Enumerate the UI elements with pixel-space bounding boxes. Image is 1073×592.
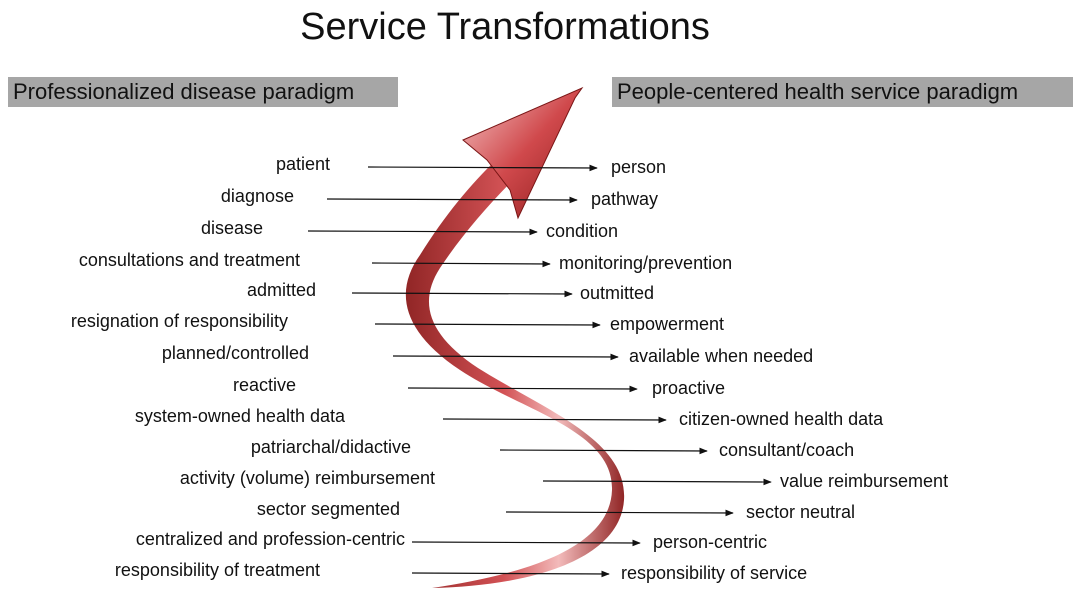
transformation-arrow xyxy=(442,416,667,424)
from-label: patient xyxy=(275,154,330,174)
transformation-arrows xyxy=(307,164,772,578)
from-label: activity (volume) reimbursement xyxy=(179,468,435,488)
to-label: value reimbursement xyxy=(780,471,949,491)
to-label: proactive xyxy=(652,378,726,398)
to-label: outmitted xyxy=(580,283,655,303)
transformation-arrow xyxy=(411,539,641,547)
to-label: consultant/coach xyxy=(719,440,855,460)
from-label: system-owned health data xyxy=(134,406,345,426)
curved-arrow-head xyxy=(462,86,584,220)
header-left-paradigm: Professionalized disease paradigm xyxy=(8,77,398,107)
from-label: resignation of responsibility xyxy=(70,311,288,331)
transformation-arrow xyxy=(367,164,598,172)
to-label: sector neutral xyxy=(746,502,856,522)
header-right-paradigm: People-centered health service paradigm xyxy=(612,77,1073,107)
from-label: consultations and treatment xyxy=(78,250,300,270)
from-label: diagnose xyxy=(220,186,294,206)
curved-arrow-graphic xyxy=(405,86,625,588)
from-label: reactive xyxy=(232,375,296,395)
transformation-arrow xyxy=(307,228,538,236)
to-label: citizen-owned health data xyxy=(679,409,884,429)
from-label: responsibility of treatment xyxy=(114,560,320,580)
transformation-arrow xyxy=(407,385,638,393)
to-label: empowerment xyxy=(610,314,725,334)
transformation-arrow xyxy=(351,290,573,298)
transformation-arrow xyxy=(499,447,708,455)
to-label: available when needed xyxy=(629,346,814,366)
from-label: sector segmented xyxy=(256,499,400,519)
diagram-title: Service Transformations xyxy=(300,6,710,48)
transformation-arrow xyxy=(505,509,734,517)
from-label: admitted xyxy=(246,280,316,300)
transformation-arrow xyxy=(374,321,601,329)
from-label: centralized and profession-centric xyxy=(135,529,405,549)
to-label: monitoring/prevention xyxy=(559,253,733,273)
from-label: patriarchal/didactive xyxy=(250,437,411,457)
from-label: disease xyxy=(200,218,263,238)
transformation-arrow xyxy=(326,196,578,204)
to-label: responsibility of service xyxy=(621,563,808,583)
transformation-arrow xyxy=(371,260,551,268)
to-label: pathway xyxy=(591,189,659,209)
transformation-arrow xyxy=(392,353,619,361)
transformation-arrow xyxy=(542,478,772,486)
from-label: planned/controlled xyxy=(161,343,309,363)
to-label: person-centric xyxy=(653,532,768,552)
to-label: condition xyxy=(546,221,619,241)
transformation-arrow xyxy=(411,570,610,578)
to-label: person xyxy=(611,157,667,177)
